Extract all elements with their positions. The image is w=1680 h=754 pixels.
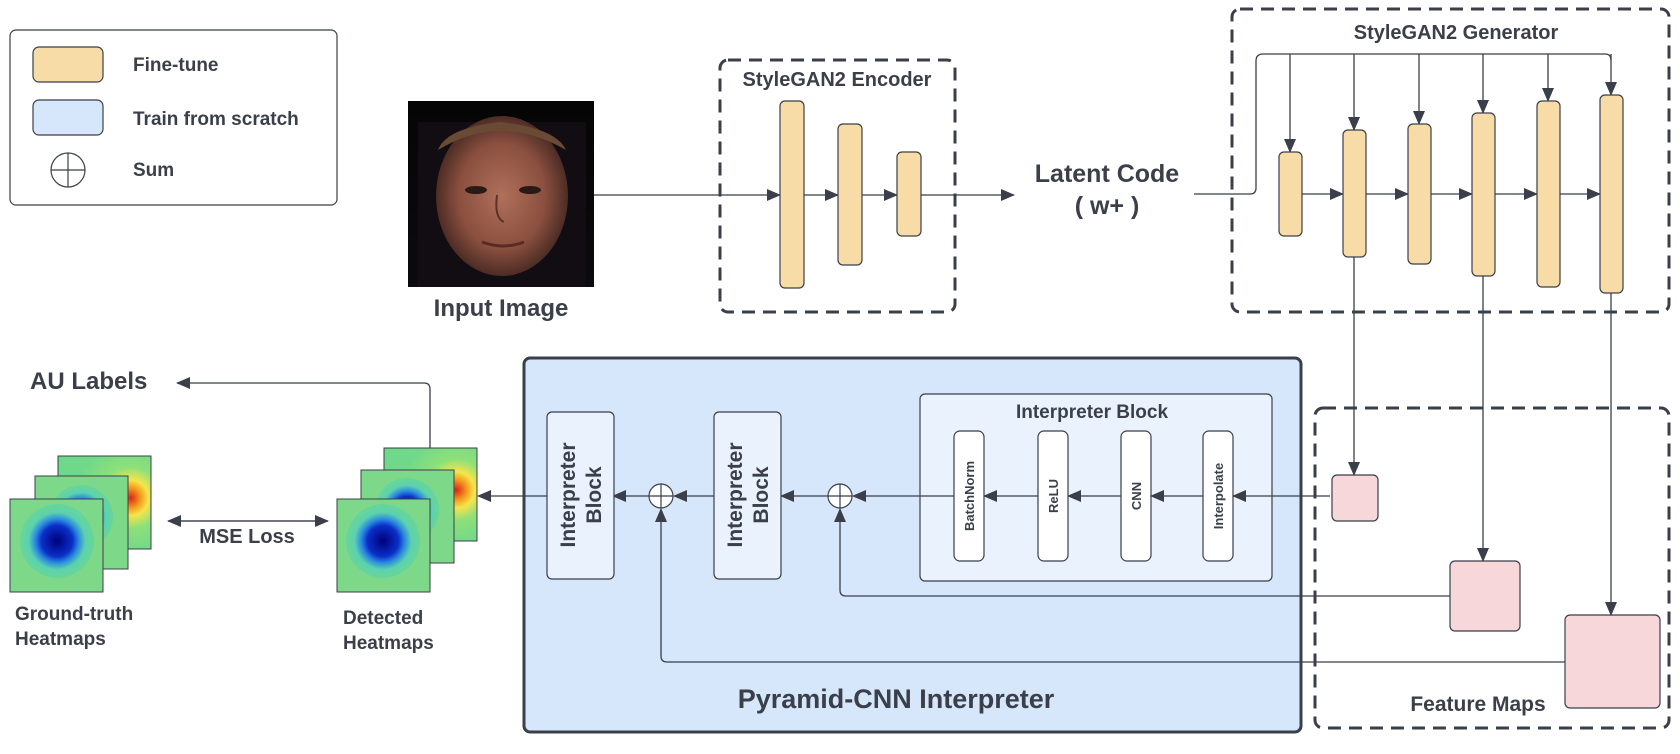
detected-heatmaps-line1: Detected bbox=[343, 608, 423, 629]
ground-truth-heatmaps bbox=[9, 455, 152, 593]
feature-large-to-sum2-arrow bbox=[655, 508, 1565, 663]
input-image-label: Input Image bbox=[434, 295, 569, 322]
feature-map-small bbox=[1331, 474, 1379, 522]
detected-heatmaps bbox=[336, 447, 478, 593]
heatmaps-to-au-labels-arrow bbox=[176, 377, 431, 448]
input-face-image bbox=[408, 101, 594, 287]
legend: Fine-tune Train from scratch Sum bbox=[9, 29, 338, 206]
feature-medium-to-sum1-arrow bbox=[834, 508, 1450, 597]
ground-truth-heatmaps-line1: Ground-truth bbox=[15, 604, 133, 625]
sum-node-2-icon bbox=[648, 483, 674, 509]
mse-loss-label: MSE Loss bbox=[199, 526, 295, 548]
sum-node-1-icon bbox=[827, 483, 853, 509]
interpreter-block-1-line2: Block bbox=[583, 466, 606, 524]
cnn-label: CNN bbox=[1129, 482, 1144, 510]
feature-map-medium bbox=[1449, 560, 1521, 632]
encoder-title: StyleGAN2 Encoder bbox=[743, 69, 932, 91]
mse-loss-label-bg bbox=[190, 524, 302, 552]
legend-scratch-label: Train from scratch bbox=[133, 109, 299, 130]
interpreter-block-1-line1: Interpreter bbox=[557, 442, 580, 547]
latent-code-label: Latent Code bbox=[1035, 160, 1180, 188]
generator-layer-6 bbox=[1599, 94, 1624, 294]
legend-sum-label: Sum bbox=[133, 160, 174, 181]
feature-maps-title: Feature Maps bbox=[1410, 693, 1545, 716]
encoder-layer-2 bbox=[837, 123, 863, 266]
generator-layer-5 bbox=[1536, 100, 1561, 288]
encoder-frame bbox=[718, 58, 957, 314]
interpreter-block-2-line1: Interpreter bbox=[724, 442, 747, 547]
generator-layer-3 bbox=[1407, 123, 1432, 265]
feature-map-large bbox=[1564, 614, 1661, 709]
interpreter-block-detail-title: Interpreter Block bbox=[1016, 402, 1168, 423]
ground-truth-heatmaps-line2: Heatmaps bbox=[15, 629, 106, 650]
pyramid-cnn-interpreter-title: Pyramid-CNN Interpreter bbox=[738, 684, 1055, 714]
feature-maps-frame bbox=[1313, 406, 1671, 730]
legend-scratch-swatch bbox=[32, 99, 104, 136]
relu-label: ReLU bbox=[1046, 479, 1061, 513]
interpreter-block-2-line2: Block bbox=[750, 466, 773, 524]
encoder-layer-1 bbox=[779, 100, 805, 289]
generator-layer-4 bbox=[1471, 112, 1496, 277]
encoder-layer-3 bbox=[896, 151, 922, 237]
latent-style-bus bbox=[1194, 53, 1612, 195]
latent-code-sublabel: ( w+ ) bbox=[1075, 192, 1140, 220]
sum-icon bbox=[50, 152, 86, 188]
legend-fine-tune-label: Fine-tune bbox=[133, 55, 219, 76]
interpreter-block-detail bbox=[919, 393, 1273, 582]
au-labels-title: AU Labels bbox=[30, 368, 147, 395]
detected-heatmaps-line2: Heatmaps bbox=[343, 633, 434, 654]
batchnorm-label: BatchNorm bbox=[962, 461, 977, 531]
generator-frame bbox=[1230, 7, 1671, 314]
generator-title: StyleGAN2 Generator bbox=[1354, 22, 1559, 44]
generator-layer-1 bbox=[1278, 151, 1303, 237]
generator-layer-2 bbox=[1342, 129, 1367, 258]
interpolate-label: Interpolate bbox=[1211, 463, 1226, 529]
legend-fine-tune-swatch bbox=[32, 46, 104, 83]
